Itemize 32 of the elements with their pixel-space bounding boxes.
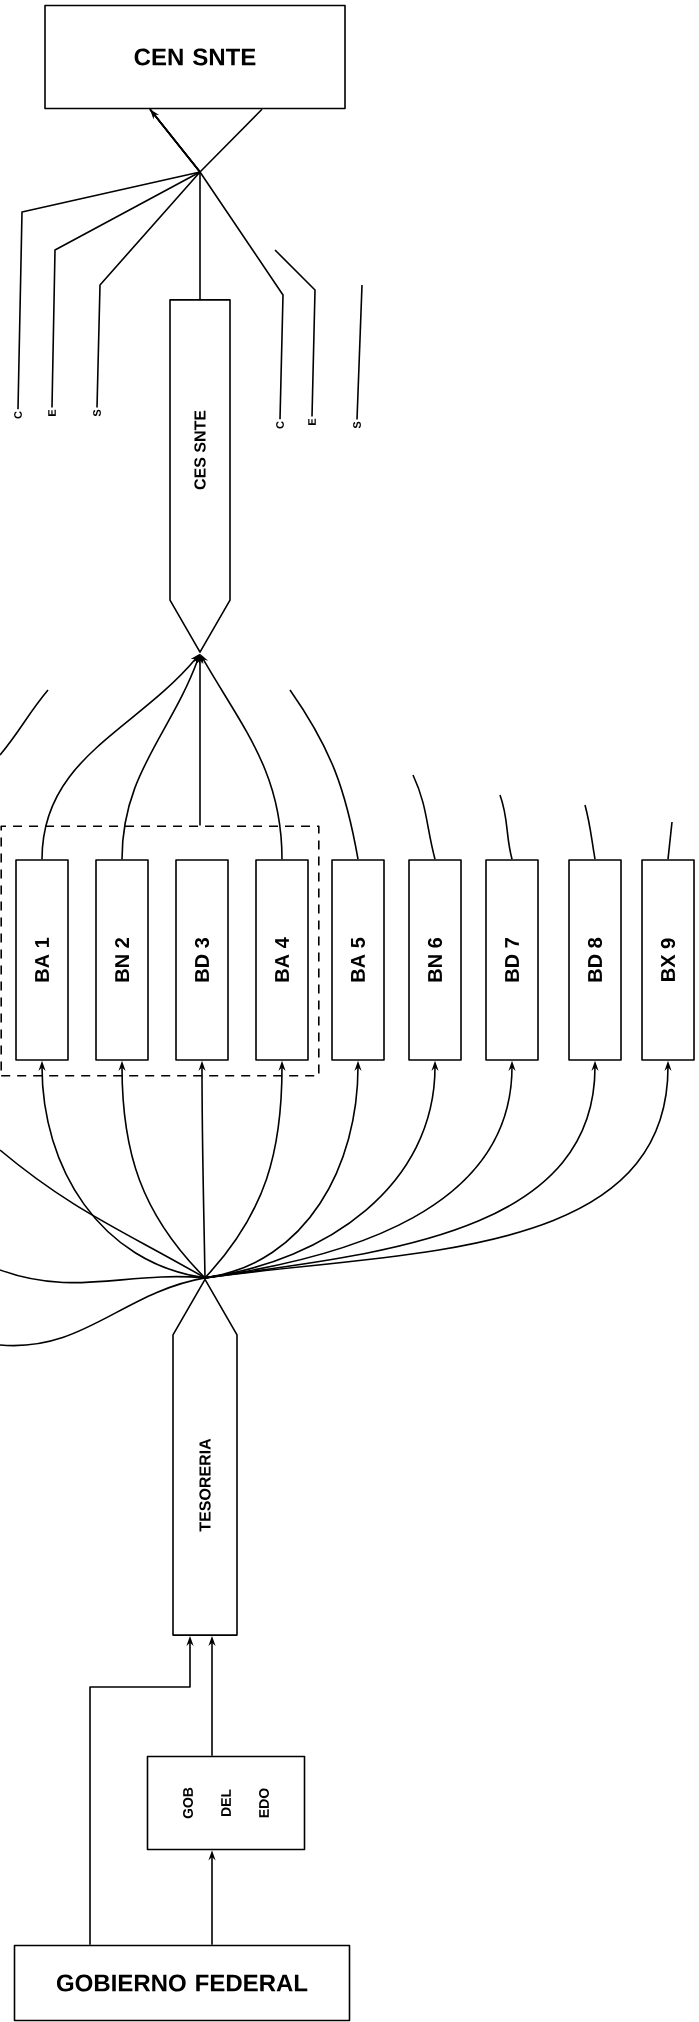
line-label: S [93, 409, 101, 417]
process-box: GOB DEL EDO [146, 1755, 306, 1851]
connector-line [584, 804, 596, 860]
bank-box: BD 3 [175, 859, 229, 1061]
bank-box: BD 7 [485, 859, 539, 1061]
line-label: C [276, 421, 284, 429]
connector-line [356, 284, 363, 421]
connector-line [289, 689, 359, 860]
line-label: E [48, 409, 56, 416]
connector-line [199, 108, 284, 420]
connector-line [96, 108, 201, 409]
connector-line [412, 774, 436, 860]
line-label: S [353, 421, 361, 429]
connector-line [499, 794, 513, 860]
connector-line [0, 1269, 206, 1284]
bank-box: BX 9 [641, 859, 695, 1061]
committee-box: CEN SNTE [44, 4, 346, 110]
dashed-group-box [0, 825, 320, 1077]
bank-box: BA 4 [255, 859, 309, 1061]
source-box: GOBIERNO FEDERAL [13, 1944, 351, 2022]
bank-box: BN 6 [408, 859, 462, 1061]
bank-box: BD 8 [568, 859, 622, 1061]
connector-line [0, 1149, 206, 1279]
line-label: C [14, 411, 22, 419]
pointed-box: TESORERIA [172, 1278, 238, 1636]
connector-line [274, 249, 316, 418]
bank-box: BA 5 [331, 859, 385, 1061]
line-label: E [308, 418, 316, 425]
bank-box: BN 2 [95, 859, 149, 1061]
pointed-box: CES SNTE [169, 299, 231, 653]
bank-box: BA 1 [15, 859, 69, 1061]
connector-line [667, 821, 673, 860]
